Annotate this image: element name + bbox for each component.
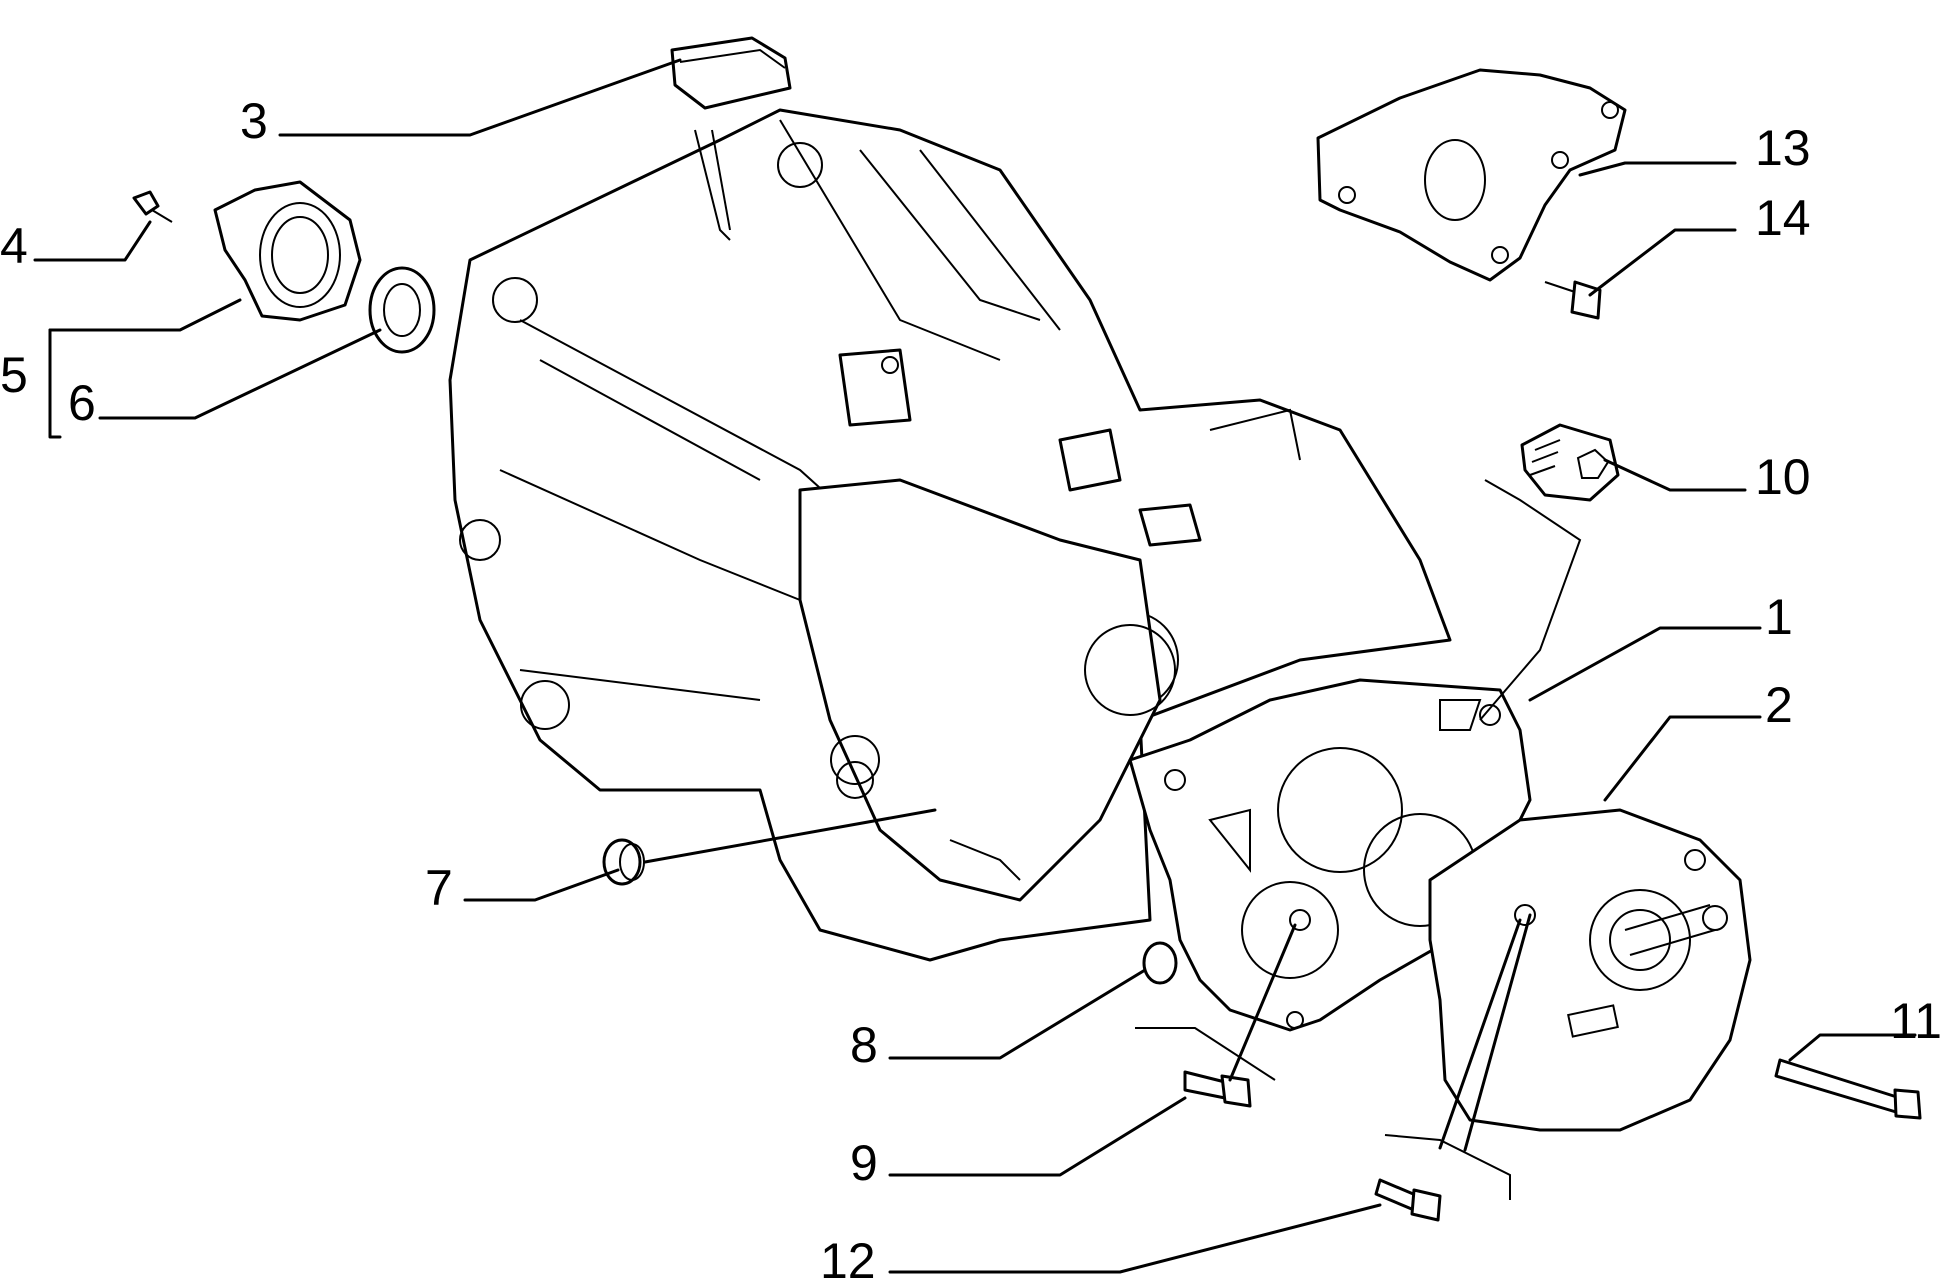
callout-13: 13 <box>1755 120 1811 176</box>
flange-part-5 <box>213 180 362 322</box>
screw-part-4 <box>132 190 173 223</box>
callout-11: 11 <box>1890 993 1942 1049</box>
callout-3: 3 <box>240 93 268 149</box>
callout-2: 2 <box>1765 677 1793 733</box>
plug-part-8 <box>1142 941 1178 985</box>
gearbox-housing <box>448 108 1452 962</box>
plug-part-10 <box>1520 423 1620 502</box>
callout-4: 4 <box>0 218 28 274</box>
bracket-part-13 <box>1316 68 1627 282</box>
rear-cover <box>1428 808 1752 1132</box>
callout-6: 6 <box>68 375 96 431</box>
bolt-part-9 <box>1183 1070 1252 1108</box>
cap-part-3 <box>670 36 792 241</box>
callout-8: 8 <box>850 1017 878 1073</box>
callout-12: 12 <box>820 1233 876 1280</box>
plug-part-7 <box>602 838 645 886</box>
callout-5: 5 <box>0 347 28 403</box>
seal-part-6 <box>368 266 436 354</box>
bolt-part-11 <box>1774 1058 1922 1120</box>
callout-14: 14 <box>1755 190 1811 246</box>
callout-9: 9 <box>850 1135 878 1191</box>
screw-part-14 <box>1544 280 1602 320</box>
callout-7: 7 <box>425 860 453 916</box>
leader-lines <box>33 58 1917 1274</box>
callout-1: 1 <box>1765 589 1793 645</box>
callout-10: 10 <box>1755 449 1811 505</box>
bolt-part-12 <box>1374 1178 1442 1222</box>
callout-numbers: 3 4 5 6 13 14 10 1 2 7 8 9 11 12 <box>0 93 1942 1280</box>
